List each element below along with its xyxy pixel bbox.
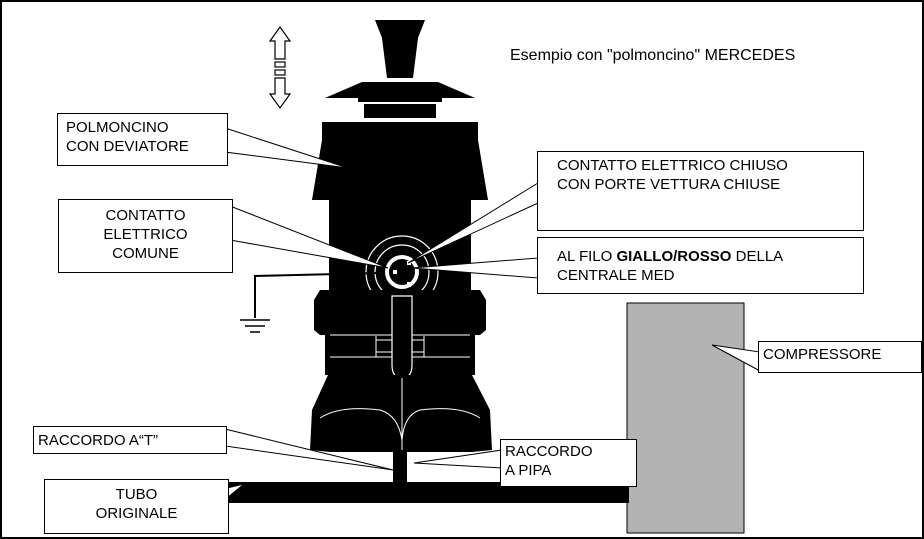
switch-pin-common [393, 270, 397, 274]
pointer-raccordo-pipa [413, 449, 503, 469]
valve-top-disc [325, 82, 475, 98]
original-tube [225, 482, 629, 503]
connector-plug [391, 295, 413, 379]
label-raccordo-pipa: RACCORDO A PIPA [500, 439, 637, 487]
pipe-fitting [393, 446, 407, 486]
bellows-curve-left [319, 408, 403, 441]
compressor-box [626, 302, 745, 534]
valve-upper-body [312, 122, 488, 200]
label-raccordo-t: RACCORDO A“T” [33, 426, 227, 454]
label-polmoncino: POLMONCINO CON DEVIATORE [57, 113, 228, 166]
double-arrow-icon [268, 25, 292, 110]
ground-wire [254, 272, 381, 318]
label-compressore: COMPRESSORE [758, 341, 922, 373]
diagram-title: Esempio con "polmoncino" MERCEDES [510, 47, 796, 64]
bellows-curve-right [401, 408, 481, 441]
valve-top-stem [375, 20, 425, 78]
valve-bellows [310, 375, 492, 452]
switch-core [389, 259, 415, 285]
ground-icon [240, 319, 270, 333]
switch-pin-lower [407, 282, 411, 287]
label-contatto-chiuso: CONTATTO ELETTRICO CHIUSO CON PORTE VETT… [537, 151, 864, 231]
label-filo-giallo-rosso: AL FILO GIALLO/ROSSO DELLA CENTRALE MED [537, 237, 864, 294]
valve-top-ring [358, 98, 442, 102]
label-contatto-comune: CONTATTO ELETTRICO COMUNE [58, 199, 233, 273]
label-tubo-originale: TUBO ORIGINALE [44, 479, 229, 534]
valve-top-ring2 [364, 104, 436, 118]
